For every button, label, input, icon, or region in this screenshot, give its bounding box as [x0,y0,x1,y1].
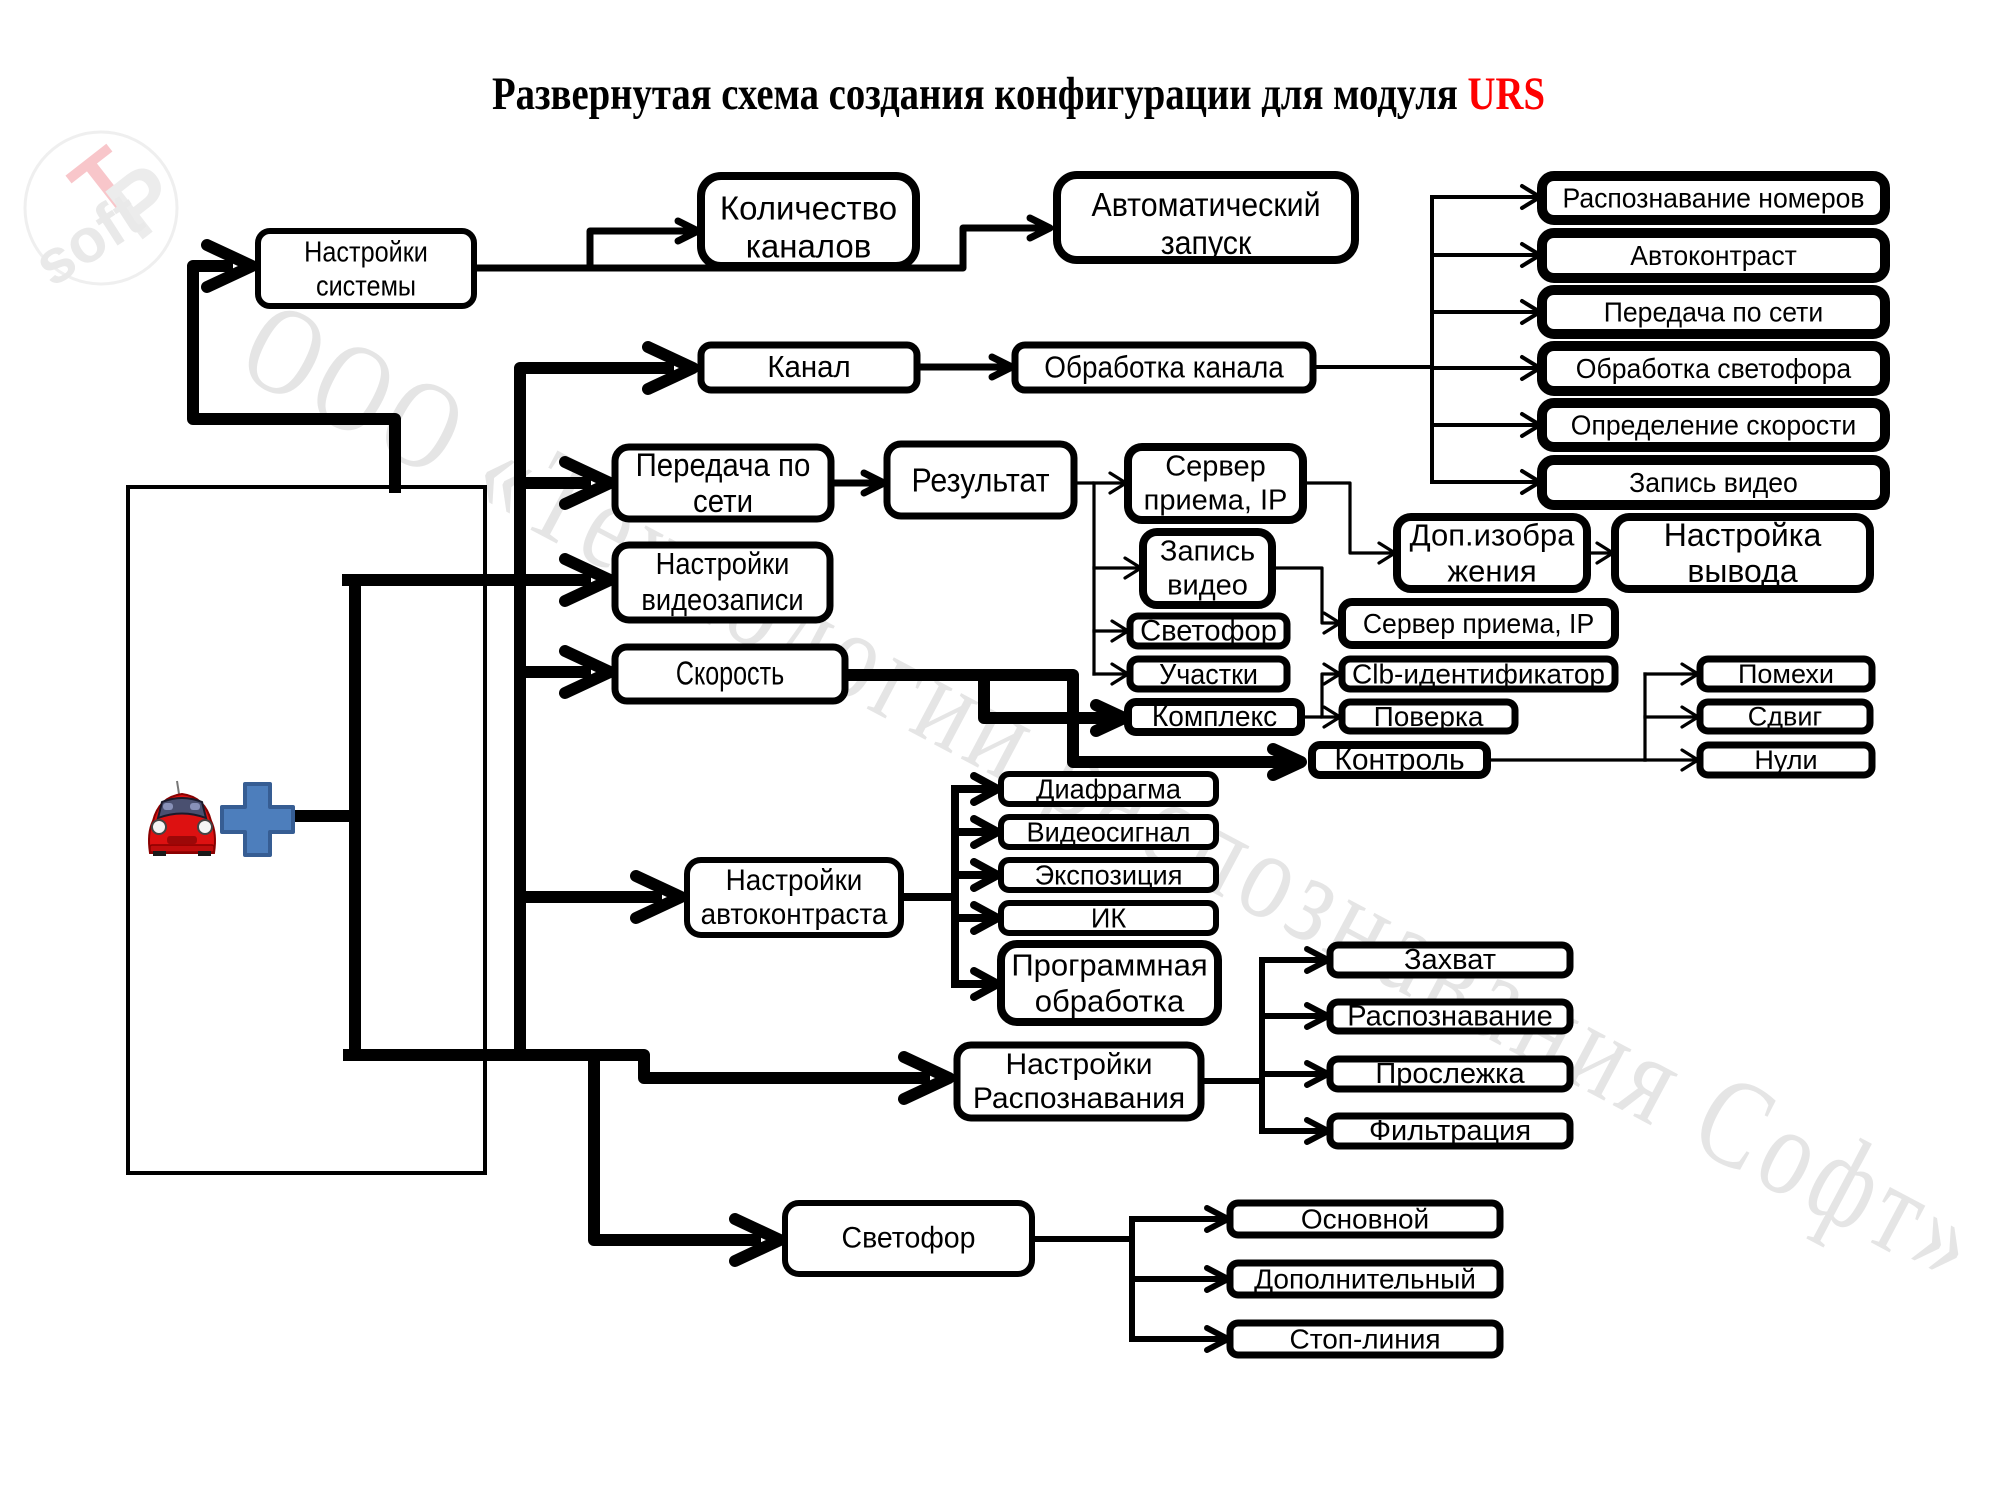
svg-text:Распознавание номеров: Распознавание номеров [1562,182,1864,214]
svg-text:Развернутая схема создания кон: Развернутая схема создания конфигурации … [492,68,1545,120]
svg-text:Поверка: Поверка [1374,701,1484,732]
svg-text:видео: видео [1167,570,1248,602]
svg-text:Канал: Канал [767,351,850,385]
svg-text:Комплекс: Комплекс [1152,701,1277,733]
svg-text:Количество: Количество [720,190,897,227]
svg-text:Настройки: Настройки [304,235,428,268]
svg-text:Передача по: Передача по [636,447,811,483]
svg-text:ИК: ИК [1091,902,1126,933]
svg-text:Видеосигнал: Видеосигнал [1027,816,1191,847]
svg-text:Определение скорости: Определение скорости [1571,409,1856,441]
svg-text:Помехи: Помехи [1738,659,1834,689]
svg-text:Дополнительный: Дополнительный [1254,1264,1476,1295]
svg-text:Контроль: Контроль [1334,744,1464,777]
svg-text:системы: системы [316,269,416,302]
svg-text:Нули: Нули [1754,745,1817,775]
svg-text:Clb-идентификатор: Clb-идентификатор [1352,659,1605,690]
svg-text:Программная: Программная [1011,948,1207,983]
svg-text:Распознавание: Распознавание [1347,1001,1553,1033]
svg-text:Стоп-линия: Стоп-линия [1289,1324,1440,1355]
svg-text:Доп.изобра: Доп.изобра [1410,518,1575,553]
svg-text:Обработка светофора: Обработка светофора [1576,353,1852,385]
svg-text:Участки: Участки [1159,658,1258,690]
svg-text:Настройка: Настройка [1664,517,1822,553]
svg-text:вывода: вывода [1687,553,1797,589]
svg-text:приема, IP: приема, IP [1144,485,1288,517]
svg-text:Автоконтраст: Автоконтраст [1630,240,1797,272]
svg-text:обработка: обработка [1035,984,1185,1019]
svg-text:Светофор: Светофор [1140,614,1277,647]
svg-text:Настройки: Настройки [726,864,863,897]
svg-text:Экспозиция: Экспозиция [1035,859,1183,890]
svg-text:сети: сети [693,483,753,519]
svg-text:Обработка канала: Обработка канала [1044,350,1284,385]
svg-text:Прослежка: Прослежка [1375,1058,1525,1090]
svg-text:Скорость: Скорость [676,655,784,692]
svg-text:Сервер: Сервер [1165,451,1266,483]
svg-text:Светофор: Светофор [841,1222,975,1255]
svg-text:Сдвиг: Сдвиг [1748,702,1823,732]
svg-text:Настройки: Настройки [656,548,790,582]
svg-text:Основной: Основной [1301,1204,1429,1235]
svg-text:Захват: Захват [1404,944,1496,976]
svg-text:каналов: каналов [746,228,872,265]
svg-text:Настройки: Настройки [1005,1048,1152,1081]
svg-text:видеозаписи: видеозаписи [641,584,803,618]
svg-text:Фильтрация: Фильтрация [1369,1115,1531,1147]
svg-text:Результат: Результат [912,461,1050,498]
svg-text:Запись: Запись [1160,536,1255,568]
svg-text:автоконтраста: автоконтраста [701,898,889,931]
svg-text:Автоматический: Автоматический [1091,186,1320,223]
svg-text:жения: жения [1447,554,1536,589]
svg-text:Распознавания: Распознавания [973,1082,1185,1115]
svg-text:запуск: запуск [1161,224,1253,261]
svg-text:Диафрагма: Диафрагма [1036,773,1182,804]
svg-text:Сервер приема, IP: Сервер приема, IP [1363,608,1594,640]
svg-text:Запись видео: Запись видео [1629,467,1798,499]
svg-text:Передача по сети: Передача по сети [1604,296,1823,328]
